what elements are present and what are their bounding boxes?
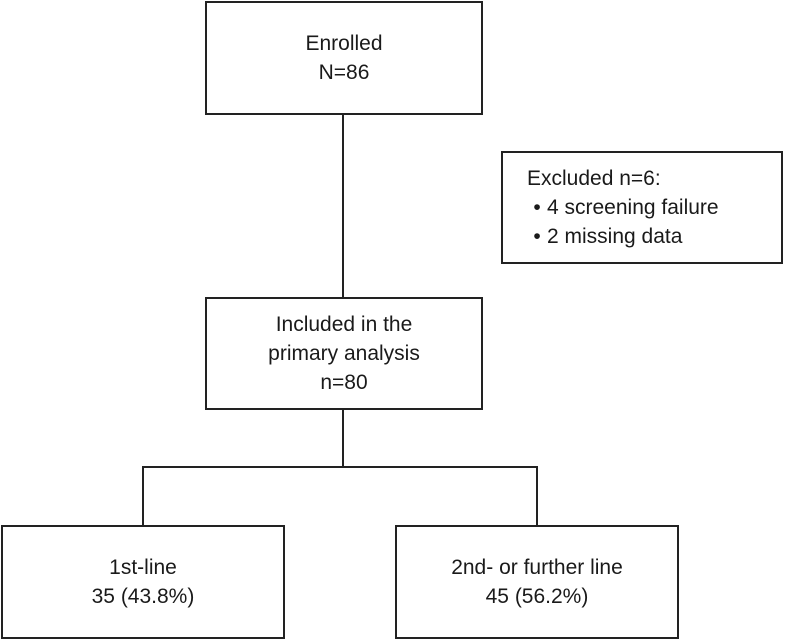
- enrolled-count: N=86: [318, 61, 370, 84]
- excluded-item-text: 2 missing data: [547, 225, 683, 248]
- connector-split-first-line: [142, 466, 144, 525]
- connector-included-split: [342, 410, 344, 467]
- excluded-title: Excluded n=6:: [527, 167, 661, 190]
- excluded-item: • 4 screening failure: [527, 193, 719, 222]
- connector-split-second-line: [536, 466, 538, 525]
- second-line-label: 2nd- or further line: [451, 556, 623, 579]
- second-line-count: 45 (56.2%): [485, 585, 589, 608]
- included-count: n=80: [320, 371, 368, 394]
- excluded-item-text: 4 screening failure: [547, 196, 719, 219]
- included-label-line1: Included in the: [275, 313, 413, 336]
- excluded-item: • 2 missing data: [527, 222, 682, 251]
- second-line-box: 2nd- or further line 45 (56.2%): [395, 525, 679, 639]
- first-line-count: 35 (43.8%): [91, 585, 195, 608]
- included-label-line2: primary analysis: [268, 342, 420, 365]
- enrolled-label: Enrolled: [305, 32, 383, 55]
- connector-split-horizontal: [142, 466, 538, 468]
- bullet-icon: •: [533, 225, 541, 248]
- excluded-box: Excluded n=6: • 4 screening failure • 2 …: [501, 151, 783, 264]
- bullet-icon: •: [533, 196, 541, 219]
- enrolled-box: Enrolled N=86: [205, 1, 483, 115]
- included-box: Included in the primary analysis n=80: [205, 297, 483, 410]
- first-line-box: 1st-line 35 (43.8%): [1, 525, 285, 639]
- first-line-label: 1st-line: [109, 556, 177, 579]
- connector-enrolled-included: [342, 115, 344, 297]
